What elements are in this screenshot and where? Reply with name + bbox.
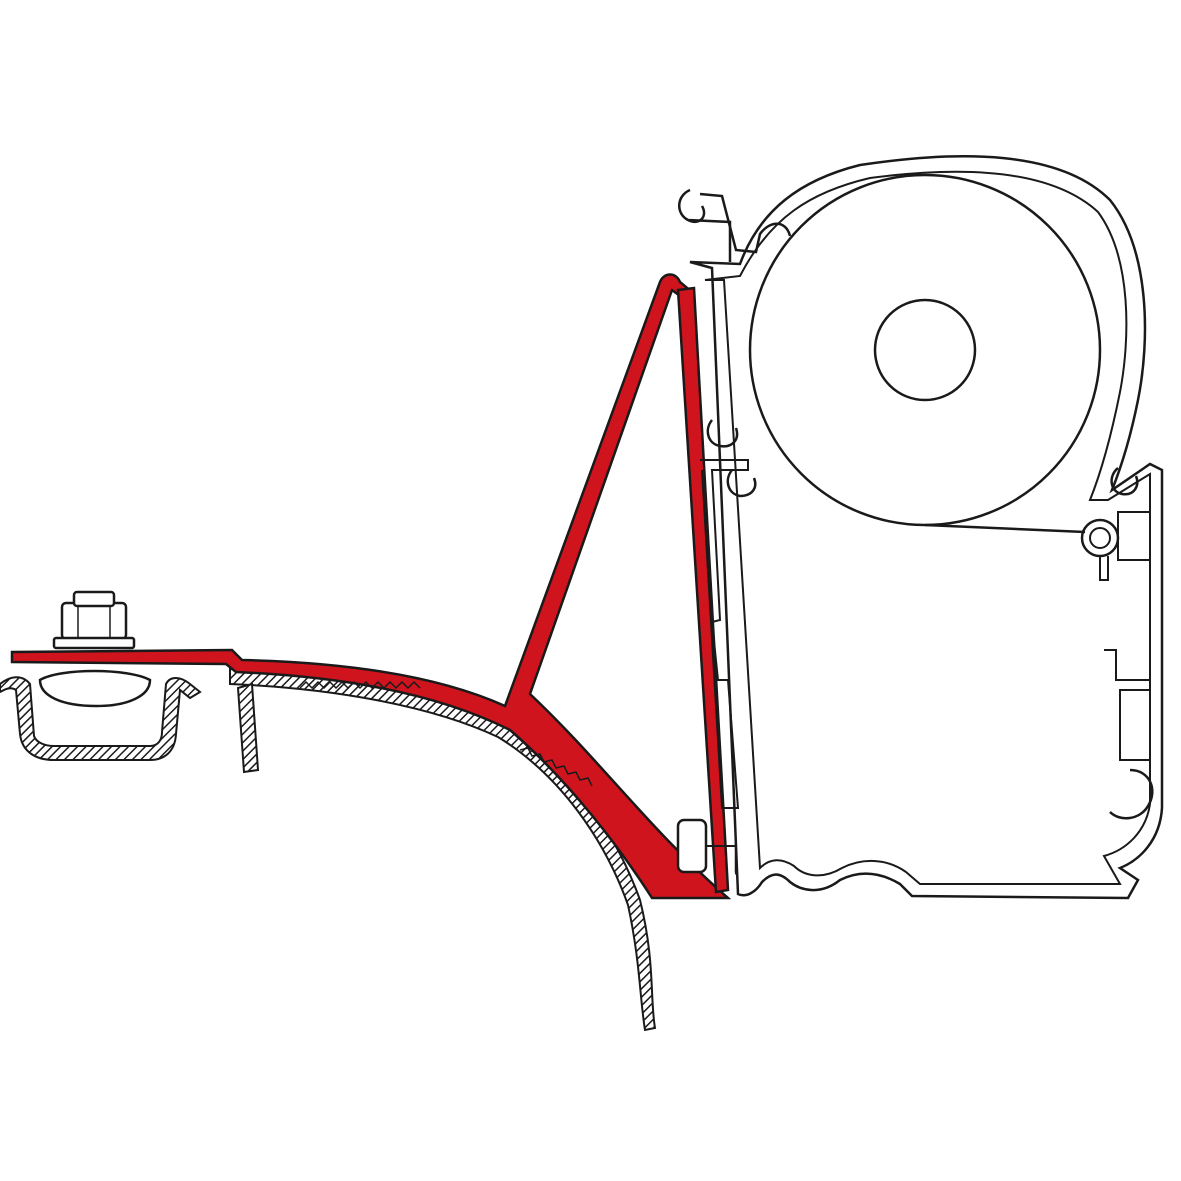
cassette-left-channel (700, 459, 749, 809)
cassette-inner-wall (704, 170, 1151, 885)
fabric-roll (748, 173, 1102, 534)
roof-outer-skin (229, 666, 657, 1032)
roof-rail-channel (0, 676, 202, 761)
cassette-bottom-lip (1109, 768, 1154, 820)
cassette-side-clip-upper (706, 419, 739, 448)
roof-inner-rib (236, 682, 260, 774)
adapter-base-arm (10, 273, 732, 900)
cassette-right-channel (1099, 511, 1151, 761)
bolt-tip (72, 590, 116, 608)
adapter-profile (10, 273, 732, 900)
adapter-vertical-leg (676, 286, 730, 894)
cassette-pivot-pin (1080, 518, 1120, 558)
cassette-right-clip (1110, 467, 1139, 496)
cassette-side-clip-lower (726, 469, 757, 498)
bolt-nut (60, 601, 128, 641)
mounting-bolt (38, 590, 152, 708)
bolt-clamp-plate (38, 669, 152, 708)
bolt-washer (52, 636, 136, 650)
roller-tube (873, 298, 977, 402)
fabric-strap (924, 523, 1086, 534)
adapter-serrations (299, 680, 593, 787)
